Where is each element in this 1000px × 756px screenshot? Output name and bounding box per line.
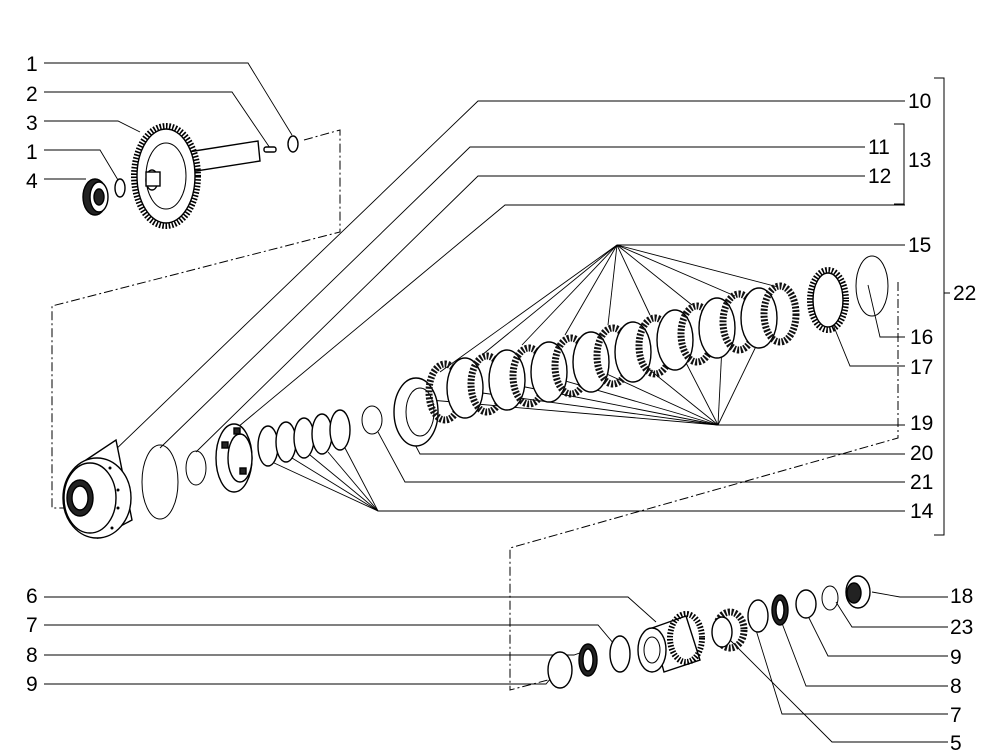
washer-7-right [747, 599, 769, 633]
bracket-22 [934, 77, 945, 536]
callout-20: 20 [910, 442, 933, 465]
bracket-13 [894, 123, 905, 205]
leader-lines [44, 62, 948, 743]
clutch-plates-15-19 [425, 282, 800, 424]
callout-7-right: 7 [950, 704, 962, 727]
hub-assembly [547, 575, 871, 689]
callout-19: 19 [910, 412, 933, 435]
callout-11: 11 [868, 136, 890, 159]
snap-ring-1-top [287, 135, 299, 153]
group-brackets [894, 77, 950, 536]
pin-2 [263, 146, 277, 153]
washer-9-left [547, 651, 573, 689]
callout-18: 18 [950, 585, 973, 608]
callout-labels: 1 2 3 1 4 10 11 13 12 15 22 16 17 19 20 … [26, 53, 976, 755]
callout-4: 4 [26, 170, 38, 193]
snap-ring-1-bottom [114, 178, 126, 198]
springs-14 [257, 409, 351, 467]
assembly-axis-lines [51, 129, 899, 691]
end-plate-17 [807, 267, 849, 333]
leaders-15 [439, 244, 905, 373]
callout-3: 3 [26, 112, 38, 135]
callout-22: 22 [953, 282, 976, 305]
clutch-assembly [62, 255, 889, 540]
callout-10: 10 [908, 90, 931, 113]
gear-shaft-assembly [82, 123, 299, 229]
callout-9-left: 9 [26, 673, 38, 696]
callout-8-left: 8 [26, 644, 38, 667]
washer-7-left [609, 635, 631, 673]
snap-ring-16 [855, 255, 889, 317]
callout-17: 17 [910, 356, 933, 379]
leaders-14 [271, 447, 905, 512]
callout-16: 16 [910, 326, 933, 349]
callout-9-right: 9 [950, 646, 962, 669]
callout-21: 21 [910, 471, 933, 494]
seal-12 [185, 450, 207, 486]
callout-6: 6 [26, 585, 38, 608]
shaft [187, 140, 261, 173]
callout-23: 23 [950, 616, 973, 639]
callout-1-bottom: 1 [26, 141, 38, 164]
callout-7-left: 7 [26, 614, 38, 637]
callout-2: 2 [26, 83, 38, 106]
callout-1-top: 1 [26, 53, 38, 76]
callout-5: 5 [950, 732, 962, 755]
lock-washer-23 [821, 585, 839, 611]
gear-3 [131, 123, 201, 229]
callout-15: 15 [908, 234, 931, 257]
callout-14: 14 [910, 500, 934, 523]
seal-11 [141, 444, 179, 520]
callout-12: 12 [868, 165, 891, 188]
callout-13: 13 [908, 149, 931, 172]
washer-9-right [795, 589, 817, 619]
snap-ring-21 [361, 405, 383, 435]
callout-8-right: 8 [950, 675, 962, 698]
